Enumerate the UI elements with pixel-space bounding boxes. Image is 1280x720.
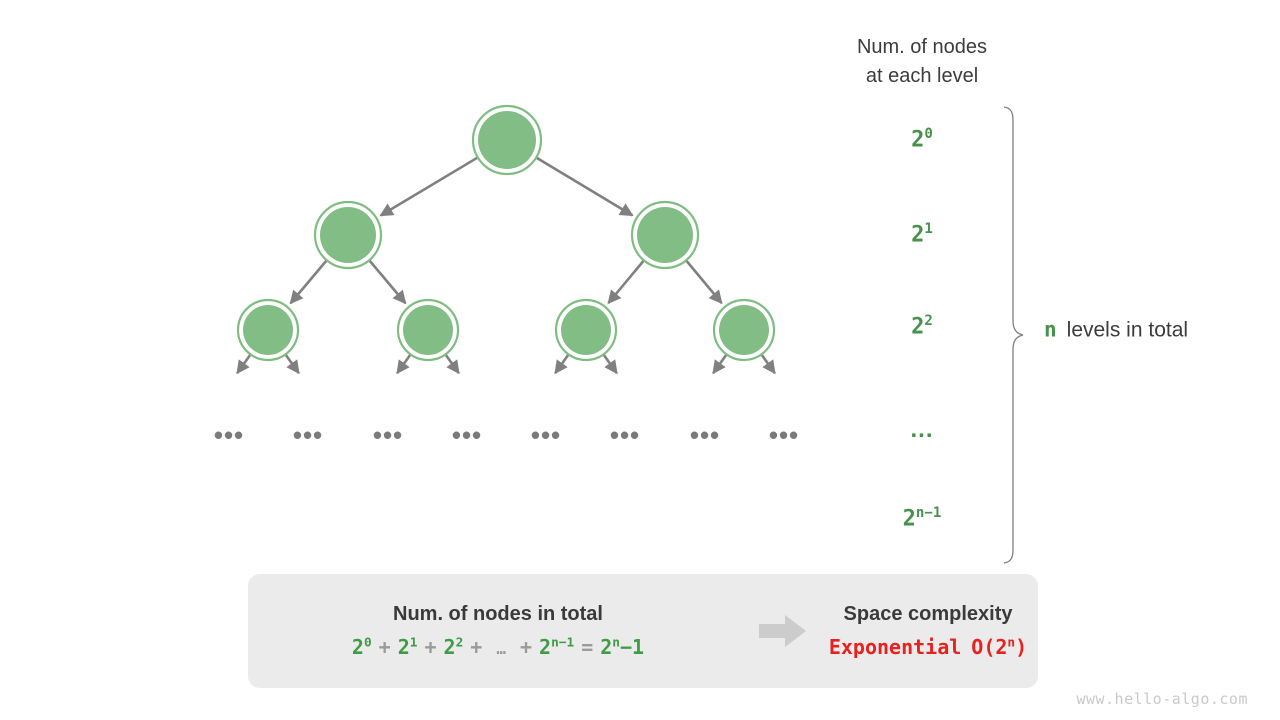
formula-op-5: + [470, 635, 483, 659]
level-count-exponent: 0 [924, 126, 933, 143]
formula-term-base: 2 [397, 635, 410, 659]
formula-term-4: 22 [444, 635, 464, 659]
formula-term-base: 2 [443, 635, 456, 659]
tree-edge [602, 353, 618, 375]
total-nodes-title: Num. of nodes in total [393, 603, 603, 625]
level-count-exponent: 1 [924, 221, 933, 238]
formula-op-1: + [378, 635, 391, 659]
level-count-exponent: 2 [924, 313, 933, 330]
level-count-base: 2 [911, 127, 925, 153]
formula-term-base: 2 [351, 635, 364, 659]
complexity-label: Exponential [828, 635, 962, 659]
complexity-notation: O(2n) [971, 635, 1027, 659]
formula-term-exponent: n [612, 635, 620, 651]
formula-term-8: 2n−1 [539, 635, 574, 659]
tree-edge [685, 259, 723, 305]
tree-node[interactable] [243, 305, 293, 355]
level-column-header: Num. of nodes at each level [812, 33, 1032, 91]
right-curly-brace [1003, 106, 1024, 564]
total-nodes-section: Num. of nodes in total 20+21+22+…+2n−1=2… [248, 603, 748, 659]
level-count-label-4: 2n−1 [862, 505, 982, 532]
tree-edge [236, 353, 252, 375]
space-complexity-section: Space complexity Exponential O(2n) [818, 603, 1038, 659]
tree-edge [368, 259, 407, 305]
tree-subtree-ellipsis: ••• [372, 420, 404, 450]
level-count-base: 2 [911, 222, 925, 248]
formula-term-exponent: 2 [455, 635, 464, 651]
right-block-arrow-icon [759, 615, 806, 647]
level-count-label-2: 22 [862, 313, 982, 340]
tree-node[interactable] [637, 207, 693, 263]
summary-panel: Num. of nodes in total 20+21+22+…+2n−1=2… [248, 574, 1038, 688]
level-column-header-line1: Num. of nodes [856, 36, 988, 58]
level-column-header-line2: at each level [865, 65, 979, 87]
tree-edge [396, 353, 412, 375]
tree-nodes [236, 104, 776, 362]
level-count-base: 2 [902, 506, 916, 532]
tree-subtree-ellipsis: ••• [213, 420, 245, 450]
tree-edge [289, 259, 328, 305]
formula-term-10: 2n−1 [600, 635, 644, 659]
tree-subtree-ellipsis: ••• [292, 420, 324, 450]
space-complexity-value: Exponential O(2n) [829, 635, 1027, 659]
tree-edge [712, 353, 728, 375]
implies-arrow-wrap [748, 614, 818, 648]
tree-subtree-ellipsis: ••• [451, 420, 483, 450]
formula-term-2: 21 [398, 635, 418, 659]
level-count-base: 2 [911, 314, 925, 340]
tree-node-ring [630, 200, 700, 270]
formula-term-exponent: n−1 [551, 635, 575, 651]
tree-node[interactable] [478, 111, 536, 169]
tree-node[interactable] [320, 207, 376, 263]
formula-op-7: + [519, 635, 533, 659]
tree-node-ring [471, 104, 543, 176]
formula-op-9: = [581, 635, 594, 659]
complexity-notation-tail: ) [1015, 635, 1028, 659]
tree-node[interactable] [719, 305, 769, 355]
level-count-label-3: ... [910, 416, 934, 443]
tree-subtree-ellipsis: ••• [768, 420, 800, 450]
formula-term-suffix: −1 [620, 635, 645, 659]
tree-edge [284, 353, 300, 375]
tree-edges [236, 156, 776, 375]
levels-variable: n [1044, 317, 1057, 342]
tree-edge [760, 353, 776, 375]
formula-term-exponent: 1 [409, 635, 418, 651]
level-count-label-0: 20 [862, 126, 982, 153]
formula-term-exponent: 0 [363, 635, 372, 651]
total-nodes-formula: 20+21+22+…+2n−1=2n−1 [352, 635, 644, 659]
space-complexity-title: Space complexity [843, 603, 1013, 625]
formula-op-3: + [424, 635, 437, 659]
tree-node-ring [313, 200, 383, 270]
tree-edge [554, 353, 570, 375]
tree-node-ring [236, 298, 300, 362]
complexity-notation-base: O(2 [971, 635, 1008, 659]
tree-node[interactable] [403, 305, 453, 355]
tree-subtree-ellipsis: ••• [530, 420, 562, 450]
tree-edge [444, 353, 460, 375]
formula-term-base: 2 [539, 635, 552, 659]
tree-subtree-ellipsis: ••• [689, 420, 721, 450]
complexity-notation-exp: n [1007, 635, 1016, 651]
tree-node-ring [396, 298, 460, 362]
tree-node-ring [554, 298, 618, 362]
level-count-label-1: 21 [862, 221, 982, 248]
watermark: www.hello-algo.com [1076, 690, 1248, 708]
level-count-exponent: n−1 [915, 505, 942, 522]
formula-term-base: 2 [600, 635, 613, 659]
tree-edge [379, 156, 479, 217]
formula-term-0: 20 [352, 635, 372, 659]
formula-dots-6: … [496, 639, 506, 658]
tree-subtree-ellipsis: ••• [609, 420, 641, 450]
tree-node[interactable] [561, 305, 611, 355]
tree-node-ring [712, 298, 776, 362]
levels-note-text: levels in total [1066, 318, 1189, 342]
tree-edge [535, 156, 634, 217]
tree-edge [607, 259, 645, 305]
total-levels-note: n levels in total [1044, 318, 1188, 343]
